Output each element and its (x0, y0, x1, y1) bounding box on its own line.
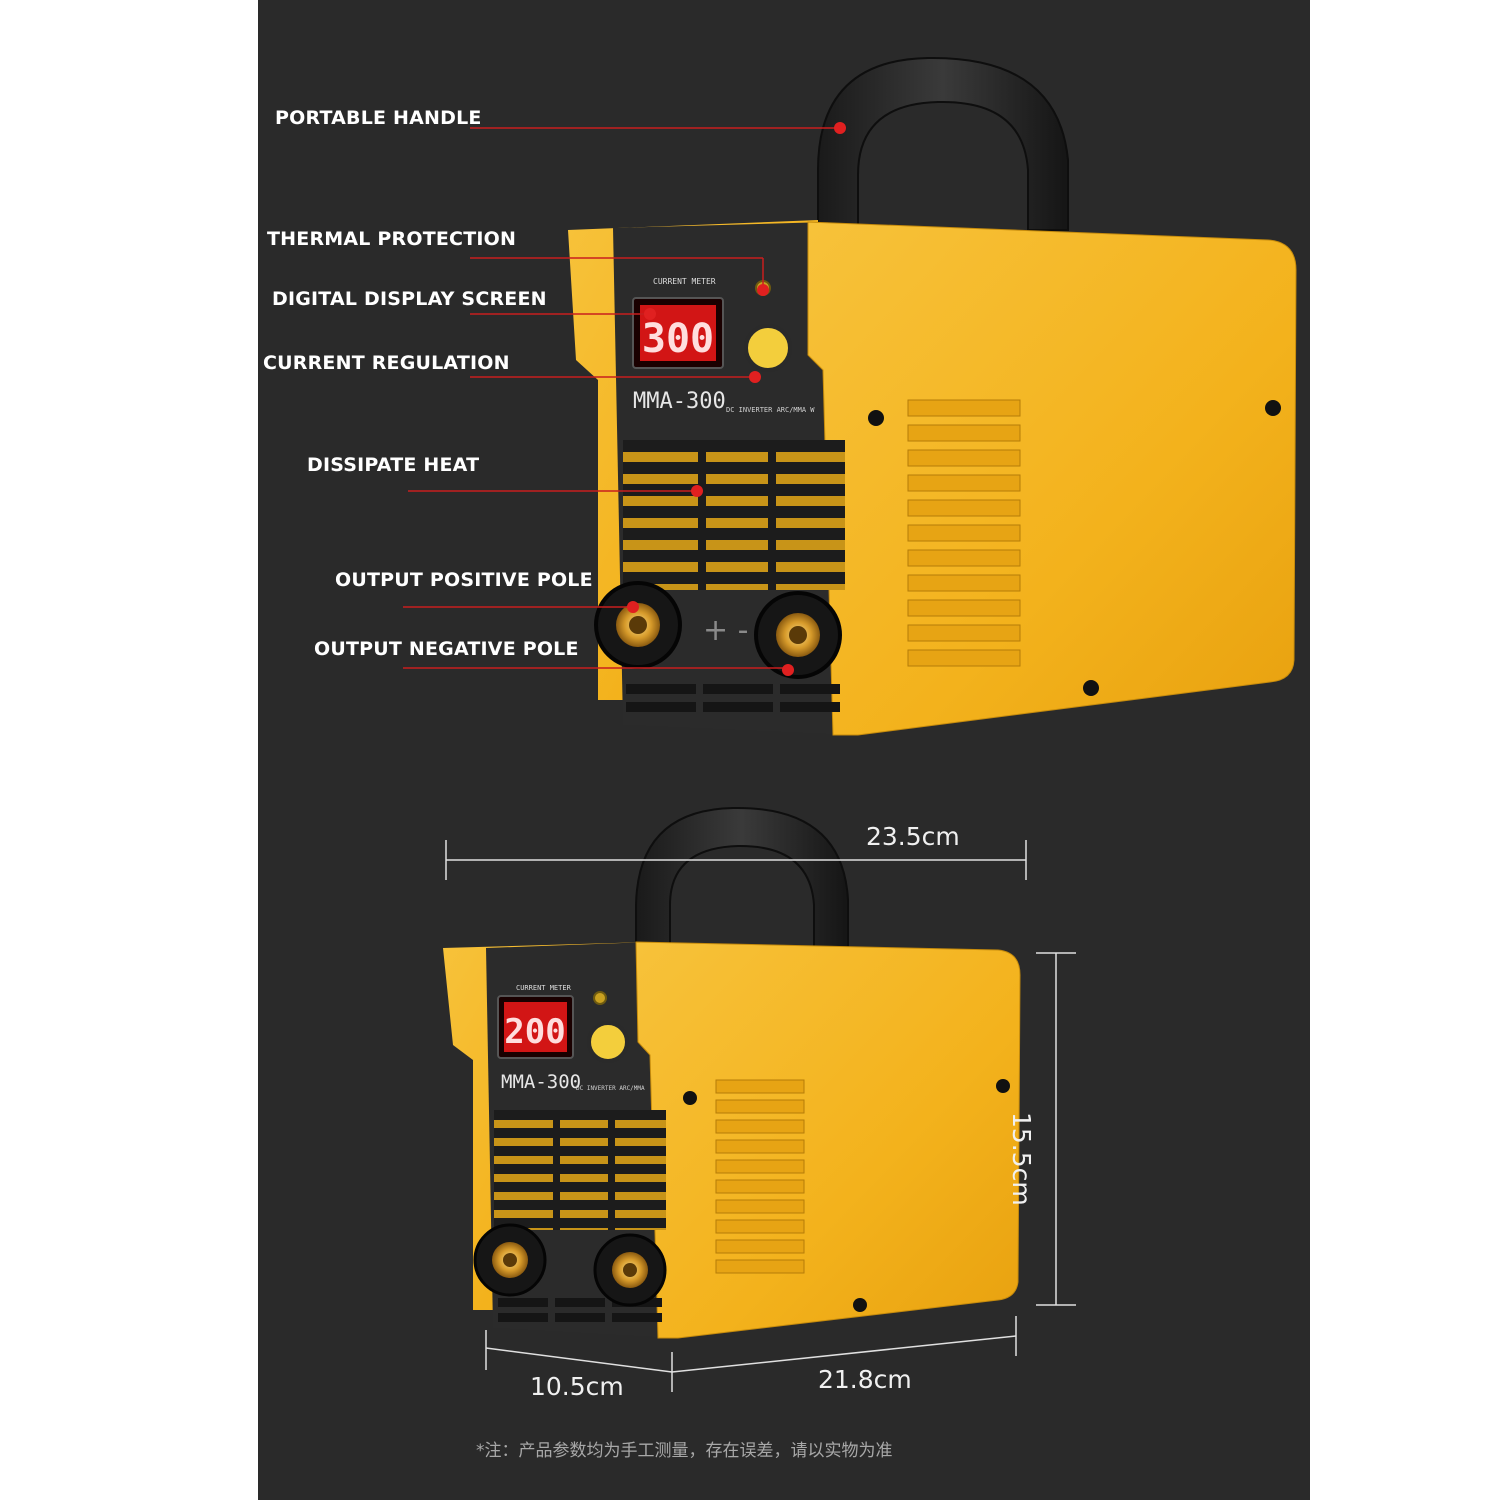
callout-output-negative-pole: OUTPUT NEGATIVE POLE (314, 638, 579, 660)
top-body-vents (907, 399, 1021, 667)
bottom-handle (635, 806, 849, 949)
dimension-length: 21.8cm (818, 1365, 912, 1394)
callout-portable-handle: PORTABLE HANDLE (275, 107, 482, 129)
dimension-lines (445, 840, 1076, 1392)
callout-current-regulation: CURRENT REGULATION (263, 352, 510, 374)
dimension-width: 23.5cm (866, 822, 960, 851)
callout-output-positive-pole: OUTPUT POSITIVE POLE (335, 569, 593, 591)
measurement-note: *注：产品参数均为手工测量，存在误差，请以实物为准 (476, 1441, 893, 1461)
bottom-meter-label: CURRENT METER (516, 984, 572, 992)
top-meter-label: CURRENT METER (653, 277, 716, 286)
bottom-model-subtitle: DC INVERTER ARC/MMA (576, 1085, 645, 1092)
product-image-panel: CURRENT METER 300 MMA-300 DC INVERTER AR… (258, 0, 1310, 1500)
top-main-body (807, 221, 1297, 736)
bottom-body-vents (715, 1079, 805, 1274)
bottom-model-label: MMA-300 (501, 1071, 581, 1093)
top-display-value: 300 (642, 316, 714, 362)
top-positive-terminal (594, 581, 682, 669)
top-welder-machine: CURRENT METER 300 MMA-300 DC INVERTER AR… (568, 56, 1297, 736)
bottom-display-screen (504, 1002, 567, 1052)
callout-leader-lines (403, 122, 846, 676)
top-plus-minus: + - (703, 613, 749, 648)
top-current-knob (744, 324, 792, 372)
top-bottom-slots (626, 684, 840, 712)
top-handle (817, 56, 1069, 231)
callout-dissipate-heat: DISSIPATE HEAT (307, 454, 480, 476)
callout-thermal-protection: THERMAL PROTECTION (267, 228, 517, 250)
top-model-subtitle: DC INVERTER ARC/MMA W (726, 406, 815, 414)
welder-illustration: CURRENT METER 300 MMA-300 DC INVERTER AR… (403, 56, 1297, 1392)
top-screws (868, 400, 1281, 696)
top-model-label: MMA-300 (633, 389, 726, 414)
bottom-positive-terminal (473, 1223, 547, 1297)
bottom-welder-machine: CURRENT METER 200 MMA-300 DC INVERTER AR… (443, 806, 1021, 1339)
bottom-display-value: 200 (504, 1012, 565, 1052)
bottom-screws (683, 1079, 1010, 1312)
callout-digital-display-screen: DIGITAL DISPLAY SCREEN (272, 288, 547, 310)
bottom-negative-terminal (593, 1233, 667, 1307)
top-front-grille (623, 440, 845, 590)
bottom-front-grille (494, 1110, 666, 1230)
bottom-current-knob (587, 1021, 629, 1063)
bottom-main-body (635, 941, 1021, 1339)
dimension-depth: 10.5cm (530, 1372, 624, 1401)
bottom-thermal-led (593, 991, 607, 1005)
top-negative-terminal (754, 591, 842, 679)
dimension-height: 15.5cm (1007, 1112, 1036, 1206)
